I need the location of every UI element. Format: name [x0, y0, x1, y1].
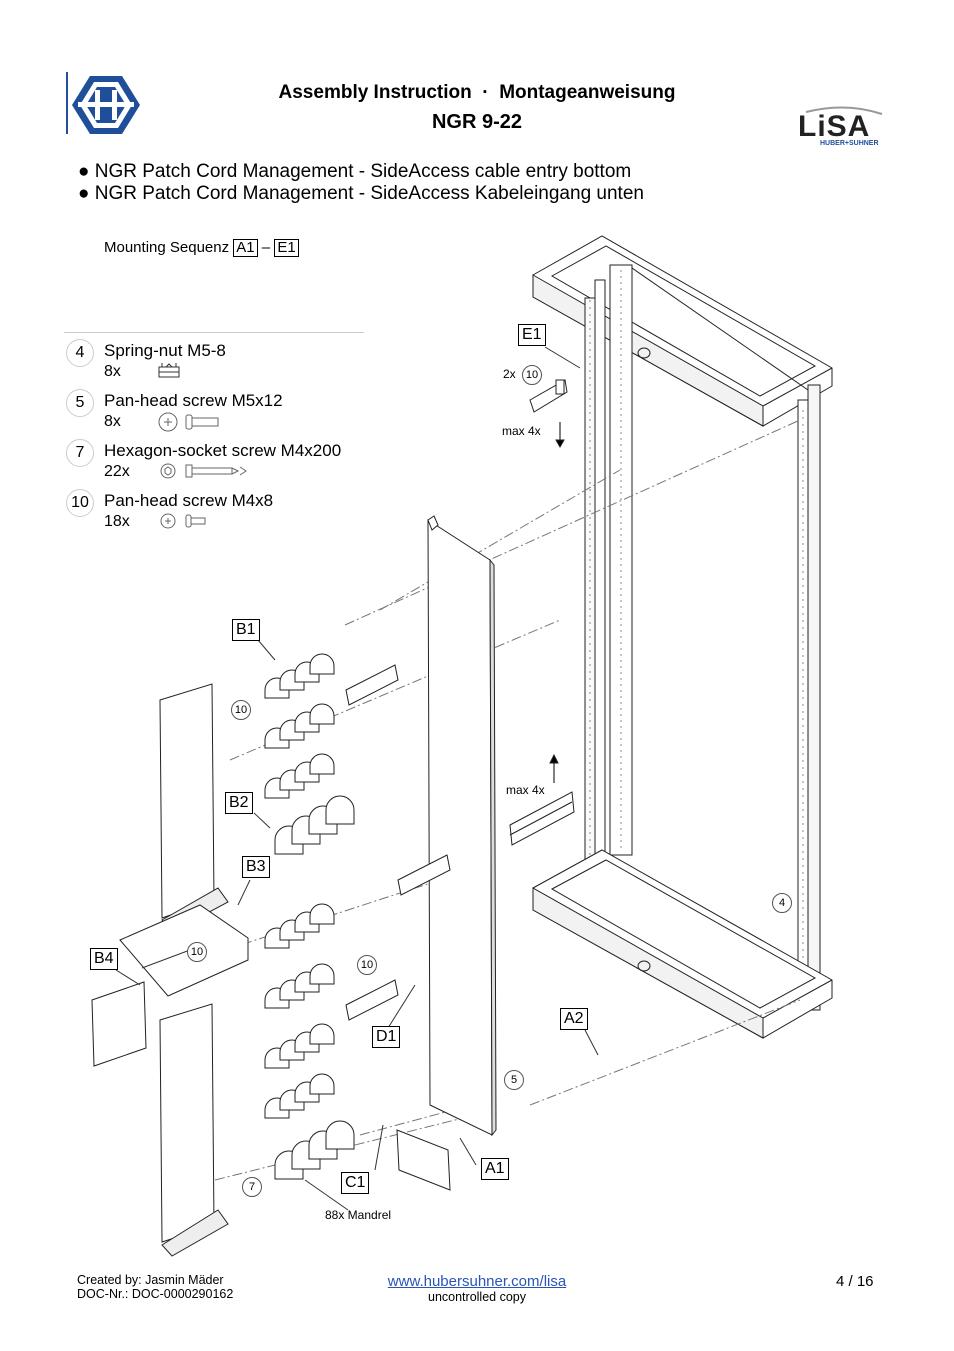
sequence-label: Mounting Sequenz — [104, 239, 230, 256]
arrow-down-icon — [555, 422, 565, 449]
side-panel-a1 — [427, 515, 497, 1137]
page-number: 4 / 16 — [836, 1273, 874, 1290]
pan-head-screw-icon — [158, 412, 219, 432]
lisa-logo: LiSA HUBER+SUHNER — [796, 106, 886, 152]
callout-10: 10 — [522, 365, 542, 385]
part-name: Spring-nut M5-8 — [104, 341, 226, 360]
uncontrolled-note: uncontrolled copy — [428, 1290, 526, 1304]
part-name: Hexagon-socket screw M4x200 — [104, 441, 342, 460]
callout-c1: C1 — [341, 1172, 370, 1194]
bracket-mid — [509, 791, 575, 846]
comb-panel-b4 — [91, 981, 147, 1067]
lisa-logo-text: LiSA — [798, 110, 871, 143]
footer-left: Created by: Jasmin Mäder DOC-Nr.: DOC-00… — [77, 1273, 233, 1301]
callout-e1: E1 — [518, 324, 546, 346]
callout-5: 5 — [504, 1070, 524, 1090]
bracket-d1 — [345, 664, 451, 1021]
callout-d1: D1 — [372, 1026, 401, 1048]
part-number: 7 — [66, 439, 94, 467]
comb-panel-lower — [159, 1003, 229, 1257]
comb-panel-upper — [159, 683, 229, 933]
divider — [64, 332, 364, 333]
rack-right-post — [797, 384, 821, 1011]
title-de: Montageanweisung — [499, 82, 676, 103]
cover-plate — [396, 1129, 451, 1191]
part-number: 10 — [66, 489, 94, 517]
max-note-mid: max 4x — [506, 783, 545, 797]
callout-b4: B4 — [90, 948, 118, 970]
e1-qty-note: 2x — [503, 367, 516, 381]
part-name: Pan-head screw M5x12 — [104, 391, 283, 410]
callout-4: 4 — [772, 893, 792, 913]
callout-b1: B1 — [232, 619, 260, 641]
bracket-e1 — [529, 379, 568, 413]
tray-middle — [119, 904, 249, 997]
callout-a2: A2 — [560, 1008, 588, 1030]
part-qty: 8x — [104, 413, 121, 430]
sequence-to: E1 — [274, 239, 299, 257]
lisa-logo-swoosh-icon — [805, 106, 883, 115]
mandrel-stack — [264, 653, 355, 1180]
title-separator: · — [482, 82, 489, 103]
part-number: 4 — [66, 339, 94, 367]
part-qty: 22x — [104, 463, 130, 480]
rack-bottom-frame — [532, 347, 833, 1039]
spring-nut-icon — [158, 363, 180, 378]
bullet-en: ● NGR Patch Cord Management - SideAccess… — [78, 161, 632, 182]
lisa-logo-sub: HUBER+SUHNER — [820, 140, 879, 147]
footer-center: www.hubersuhner.com/lisa uncontrolled co… — [0, 1273, 954, 1304]
bullet-de: ● NGR Patch Cord Management - SideAccess… — [78, 183, 644, 204]
part-number: 5 — [66, 389, 94, 417]
created-by: Created by: Jasmin Mäder — [77, 1273, 224, 1287]
rack-left-post — [584, 264, 633, 869]
part-qty: 8x — [104, 363, 121, 380]
callout-10: 10 — [357, 955, 377, 975]
sequence-dash: – — [261, 239, 271, 256]
page-subtitle: NGR 9-22 — [431, 111, 523, 133]
callout-b3: B3 — [242, 856, 270, 878]
rack-top-frame — [532, 235, 833, 427]
header-title: Assembly Instruction · Montageanweisung — [0, 82, 954, 104]
hs-logo-icon — [66, 72, 140, 134]
huber-suhner-logo — [66, 72, 146, 143]
max-note-top: max 4x — [502, 424, 541, 438]
doc-number: DOC-Nr.: DOC-0000290162 — [77, 1287, 234, 1301]
callout-10: 10 — [187, 942, 207, 962]
callout-7: 7 — [242, 1177, 262, 1197]
title-en: Assembly Instruction — [278, 82, 472, 103]
sequence-from: A1 — [233, 239, 258, 257]
callout-b2: B2 — [225, 792, 253, 814]
callout-a1: A1 — [481, 1158, 509, 1180]
website-link[interactable]: www.hubersuhner.com/lisa — [387, 1273, 567, 1290]
part-name: Pan-head screw M4x8 — [104, 491, 274, 510]
mounting-sequence: Mounting Sequenz A1 – E1 — [104, 239, 299, 257]
callout-10: 10 — [231, 700, 251, 720]
part-qty: 18x — [104, 513, 130, 530]
hex-socket-screw-icon — [160, 463, 247, 479]
arrow-up-icon — [549, 753, 559, 783]
mandrel-note: 88x Mandrel — [325, 1208, 392, 1222]
pan-head-screw-small-icon — [160, 513, 206, 529]
